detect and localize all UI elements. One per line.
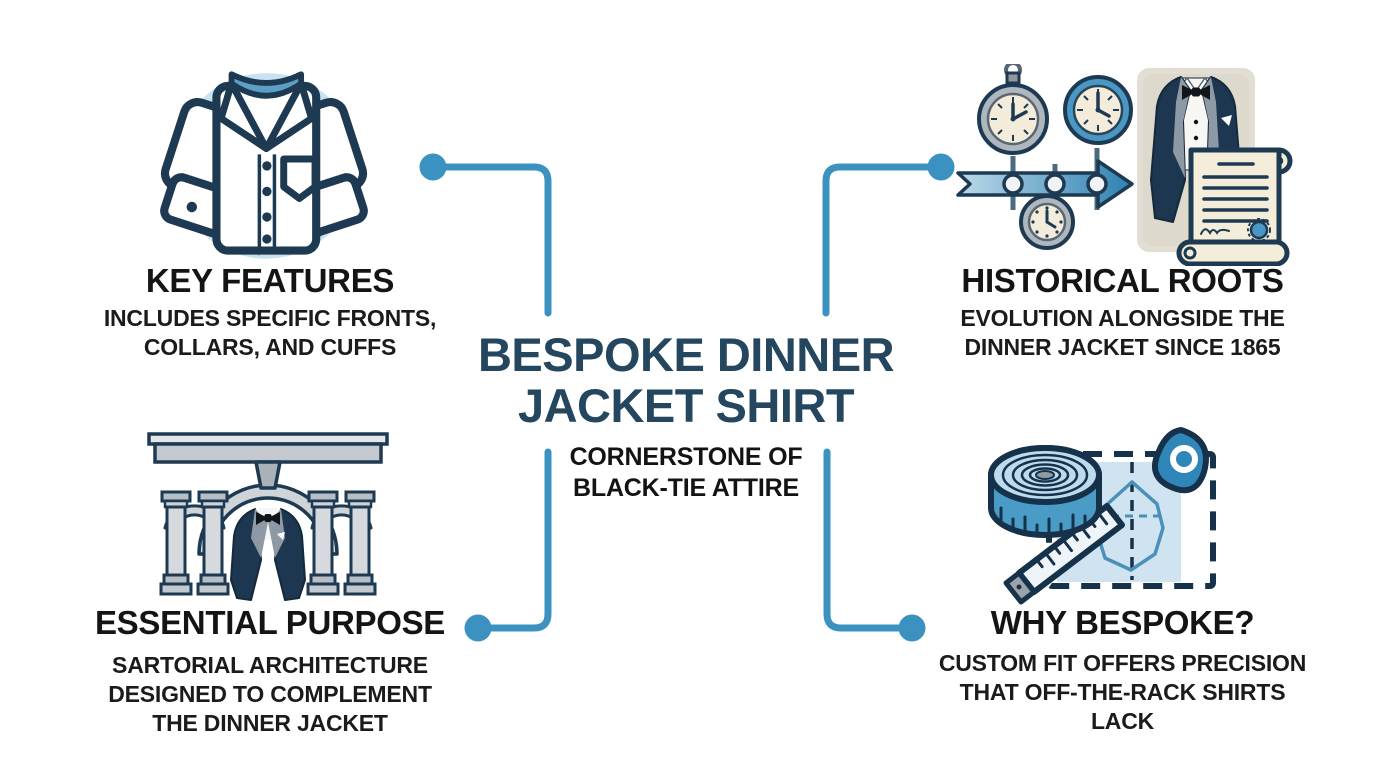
connector-bottom-right [823, 448, 916, 632]
tuxedo-certificate-icon [1137, 68, 1293, 266]
node-title-essential-purpose: ESSENTIAL PURPOSE [94, 604, 446, 641]
timeline-clocks-icon [956, 64, 1134, 250]
connector-top-right [822, 163, 945, 317]
main-title: BESPOKE DINNER JACKET SHIRT [477, 328, 895, 432]
arch-columns-tuxedo-icon [147, 432, 389, 601]
wall-clock-icon [1063, 75, 1133, 145]
connector-dot-top-left [419, 153, 447, 181]
node-desc-why-bespoke: CUSTOM FIT OFFERS PRECISION THAT OFF-THE… [938, 650, 1307, 734]
tuxedo-jacket [230, 508, 306, 601]
certificate-scroll [1176, 147, 1293, 266]
pocket-watch-icon [977, 64, 1049, 155]
measuring-tape-pattern-chalk-icon [988, 427, 1216, 605]
dress-shirt-icon [160, 71, 368, 259]
node-desc-historical-roots: EVOLUTION ALONGSIDE THE DINNER JACKET SI… [960, 305, 1285, 360]
main-subtitle: CORNERSTONE OF BLACK-TIE ATTIRE [569, 443, 803, 502]
connector-top-left [429, 163, 552, 317]
node-title-historical-roots: HISTORICAL ROOTS [961, 262, 1284, 299]
tape-roll [988, 445, 1102, 538]
columns [159, 490, 377, 596]
node-desc-essential-purpose: SARTORIAL ARCHITECTURE DESIGNED TO COMPL… [108, 652, 432, 736]
connector-dot-bottom-right [898, 614, 926, 642]
node-title-why-bespoke: WHY BESPOKE? [990, 604, 1255, 641]
tailor-chalk-icon [1151, 427, 1209, 494]
node-desc-key-features: INCLUDES SPECIFIC FRONTS, COLLARS, AND C… [103, 305, 437, 360]
connector-dot-bottom-left [464, 614, 492, 642]
small-clock-icon [1019, 194, 1075, 250]
connector-bottom-left [474, 448, 552, 632]
connector-dot-top-right [927, 153, 955, 181]
node-title-key-features: KEY FEATURES [145, 262, 395, 299]
